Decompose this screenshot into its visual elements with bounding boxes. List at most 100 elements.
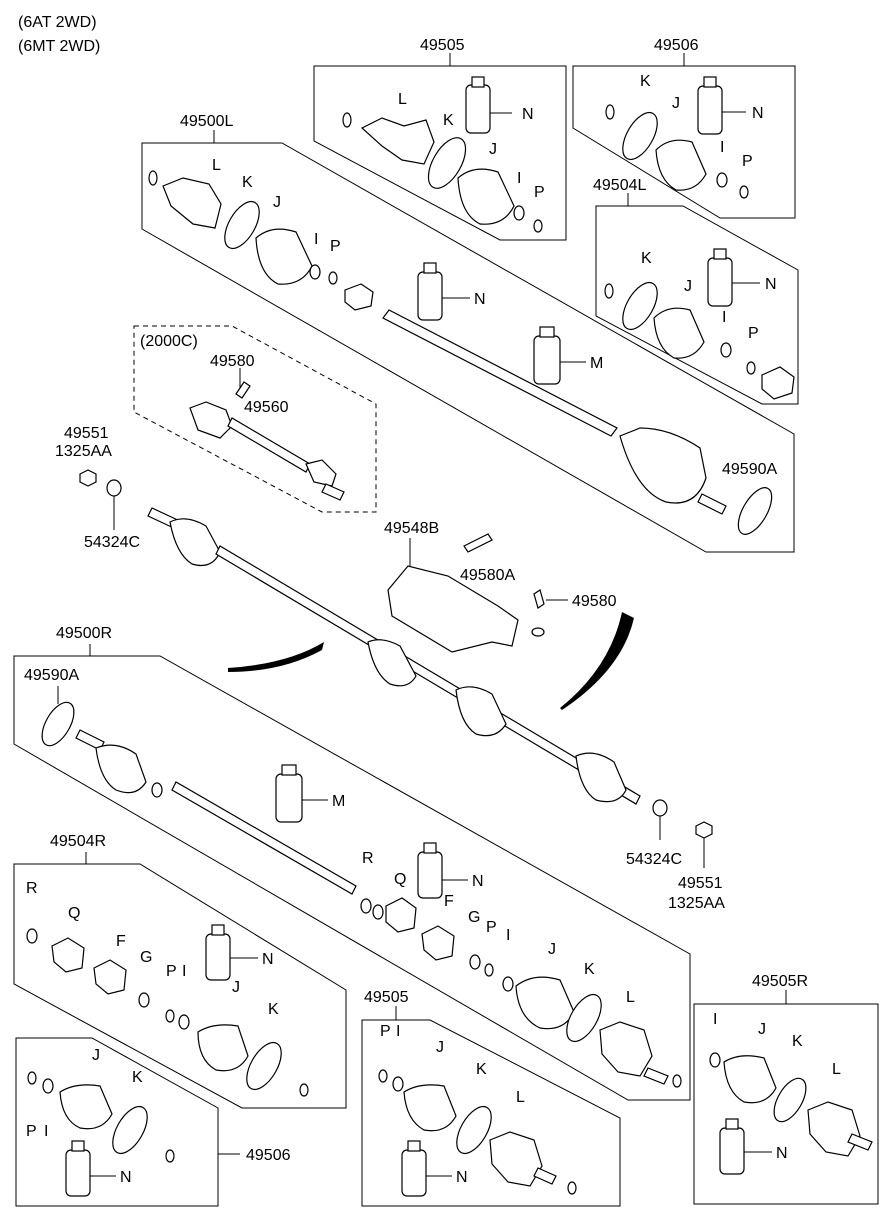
boot-J	[515, 976, 575, 1030]
letter-J: J	[548, 941, 556, 958]
tone-ring-49590A	[737, 487, 773, 535]
part-number-54324C: 54324C	[84, 534, 140, 551]
letter-N: N	[752, 105, 764, 122]
letter-J: J	[436, 1039, 444, 1056]
part-number-49560: 49560	[244, 399, 289, 416]
grease-bottle-N	[417, 851, 443, 899]
letter-K: K	[641, 250, 652, 267]
boot-band-K	[112, 1105, 148, 1155]
letter-L: L	[212, 157, 221, 174]
letter-Q: Q	[68, 905, 80, 922]
letter-F: F	[116, 933, 126, 950]
letter-J: J	[232, 979, 240, 996]
curved-arrow-right	[560, 612, 634, 710]
inner-joint	[455, 686, 507, 737]
clip-P	[533, 219, 543, 233]
letter-J: J	[672, 95, 680, 112]
part-number-49504L: 49504L	[593, 177, 646, 194]
box-49505-top	[313, 65, 567, 241]
boot-J	[403, 1084, 457, 1132]
grease-bottle-N	[417, 271, 443, 321]
letter-P: P	[26, 1123, 37, 1140]
joint-housing-Q	[51, 937, 85, 973]
part-number-49504R: 49504R	[50, 833, 106, 850]
letter-L: L	[516, 1089, 525, 1106]
letter-J: J	[92, 1047, 100, 1064]
letter-L: L	[398, 91, 407, 108]
box-49500R	[13, 655, 691, 1101]
box-2000C	[133, 325, 377, 513]
grease-bottle-N	[719, 1127, 745, 1175]
letter-N: N	[474, 291, 486, 308]
part-number-49506-bottom: 49506	[246, 1147, 291, 1164]
half-shaft	[382, 309, 618, 437]
boot-J	[653, 307, 705, 359]
boot-band-K	[427, 137, 467, 189]
tone-ring	[41, 701, 75, 747]
part-number-49580-bolt: 49580	[210, 353, 255, 370]
group-heat-shield: 49548B 49580A 49580	[384, 520, 617, 653]
clip-P	[739, 185, 749, 199]
bolt-49580A	[463, 533, 493, 553]
letter-G: G	[140, 949, 152, 966]
outer-cv-joint-L	[489, 1131, 543, 1187]
hub-nut	[79, 469, 97, 487]
intermediate-shaft	[227, 417, 311, 473]
group-49504L: 49504L K J I P N	[593, 177, 799, 405]
letter-K: K	[242, 174, 253, 191]
snap-ring	[106, 479, 122, 497]
letter-I: I	[396, 1023, 400, 1040]
part-number-49505R: 49505R	[752, 973, 808, 990]
curved-arrow-left	[228, 642, 324, 672]
bolt-49580	[235, 381, 251, 399]
tripod-F	[93, 959, 127, 995]
letter-I: I	[314, 231, 318, 248]
part-number-49590A: 49590A	[722, 461, 777, 478]
group-49506-top: 49506 K J I P N	[572, 37, 796, 219]
letter-I: I	[722, 309, 726, 326]
letter-J: J	[489, 141, 497, 158]
grease-bottle-N	[65, 1149, 91, 1197]
letter-N: N	[776, 1145, 788, 1162]
letter-I: I	[720, 139, 724, 156]
letter-P: P	[330, 238, 341, 255]
tripod-F	[421, 925, 455, 961]
outer-cv-joint-L	[807, 1101, 861, 1157]
boot-band-K	[622, 111, 658, 161]
letter-I: I	[506, 927, 510, 944]
letter-G: G	[468, 909, 480, 926]
part-number-49500L: 49500L	[180, 113, 233, 130]
letter-N: N	[120, 1169, 132, 1186]
bolt-49580	[533, 589, 545, 609]
group-49505-top: 49505 L K J I P N	[313, 37, 567, 241]
boot-J	[197, 1024, 249, 1072]
box-49500L	[141, 142, 795, 553]
letter-I: I	[517, 170, 521, 187]
part-number-49506: 49506	[654, 37, 699, 54]
bearing-bracket	[189, 401, 233, 439]
letter-I: I	[44, 1123, 48, 1140]
variant-label-2000C: (2000C)	[140, 333, 198, 350]
header-line-2: (6MT 2WD)	[18, 38, 100, 55]
part-number-49551-bottom: 49551	[678, 875, 723, 892]
letter-K: K	[132, 1069, 143, 1086]
part-number-49580-shield: 49580	[572, 593, 617, 610]
letter-I: I	[713, 1011, 717, 1028]
group-49500L: 49500L L K J I P N M 49590A	[141, 113, 795, 553]
part-number-49505-bottom: 49505	[364, 989, 409, 1006]
right-half-shaft	[171, 781, 357, 895]
heat-shield	[387, 565, 519, 653]
grease-bottle-N	[205, 933, 231, 981]
letter-N: N	[456, 1169, 468, 1186]
group-49504R: 49504R R Q F G P I J K N	[13, 833, 347, 1109]
grease-bottle-M	[275, 773, 303, 823]
part-number-54324C-bottom: 54324C	[626, 851, 682, 868]
inner-cv-joint	[619, 427, 707, 504]
boot-band-K	[246, 1041, 282, 1091]
boot-band-K	[566, 993, 602, 1043]
boot-band-K	[773, 1077, 807, 1123]
outer-cv-joint-L	[599, 1021, 653, 1077]
group-49505R: 49505R I J K L N	[693, 973, 879, 1205]
joint-housing-Q	[385, 897, 417, 933]
box-49506-bottom	[15, 1037, 219, 1207]
